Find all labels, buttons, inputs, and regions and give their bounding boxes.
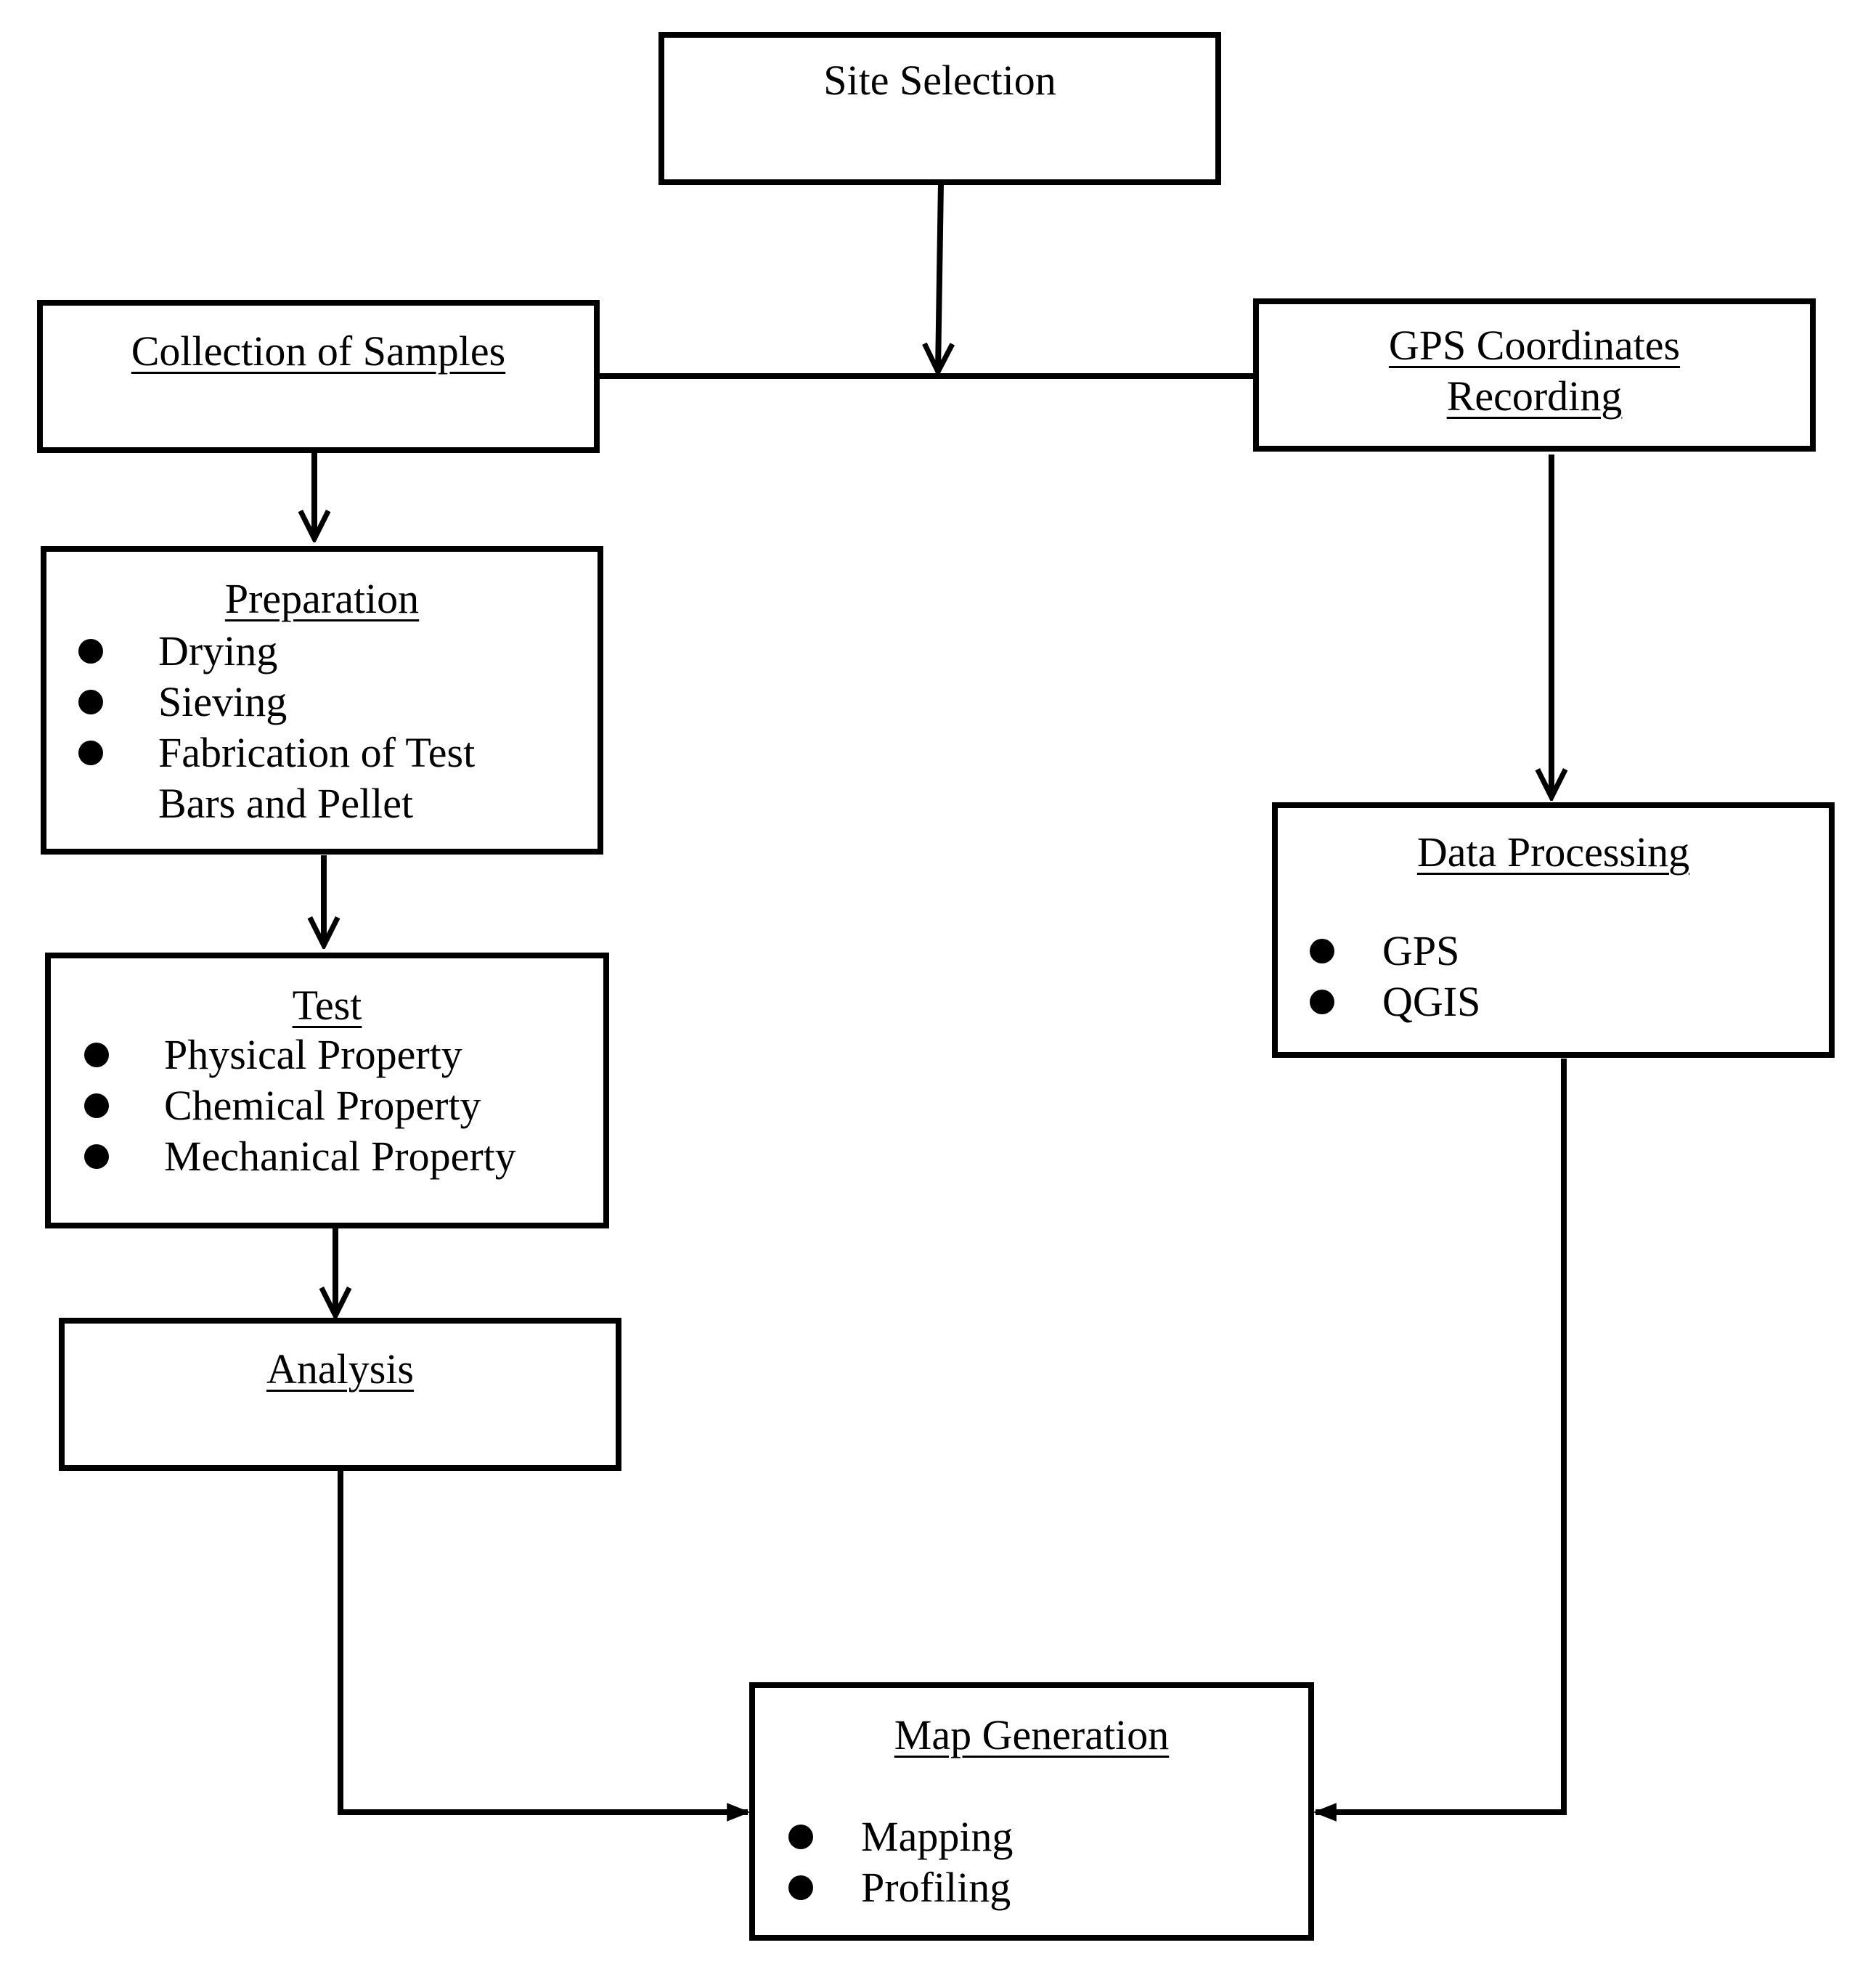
data-processing-title: Data Processing [1416, 828, 1690, 876]
map-generation-box: Map Generation Mapping Profiling [749, 1682, 1314, 1941]
list-item: QGIS [1310, 977, 1745, 1027]
data-processing-item-qgis: QGIS [1382, 978, 1481, 1025]
bullet-icon [84, 1144, 109, 1169]
list-item: Mechanical Property [84, 1131, 592, 1182]
map-generation-list: Mapping Profiling [788, 1811, 1224, 1913]
test-list: Physical Property Chemical Property Mech… [84, 1030, 592, 1182]
test-item-chemical: Chemical Property [164, 1082, 481, 1129]
gps-recording-title-line1: GPS Coordinates [1388, 322, 1681, 369]
collection-title: Collection of Samples [131, 327, 506, 375]
preparation-item-fabrication: Fabrication of Test Bars and Pellet [158, 729, 476, 827]
gps-recording-title: GPS Coordinates Recording [1259, 320, 1810, 421]
bullet-icon [78, 741, 103, 765]
test-item-physical: Physical Property [164, 1031, 462, 1078]
bullet-icon [84, 1043, 109, 1067]
list-item: Drying [78, 626, 579, 677]
bullet-icon [84, 1093, 109, 1118]
gps-recording-title-line2: Recording [1446, 372, 1623, 420]
connector-site-to-junction [938, 182, 941, 372]
connector-dataprocessing-to-map [1313, 1059, 1567, 1822]
map-generation-item-mapping: Mapping [861, 1813, 1014, 1860]
list-item: Fabrication of Test Bars and Pellet [78, 727, 579, 829]
list-item: Sieving [78, 677, 579, 727]
data-processing-box: Data Processing GPS QGIS [1272, 802, 1835, 1058]
list-item: Profiling [788, 1862, 1224, 1913]
bullet-icon [1310, 939, 1334, 963]
test-box: Test Physical Property Chemical Property… [45, 953, 609, 1228]
preparation-title: Preparation [224, 575, 420, 622]
bullet-icon [78, 690, 103, 714]
collection-box: Collection of Samples [37, 300, 600, 453]
gps-recording-box: GPS Coordinates Recording [1253, 298, 1816, 452]
data-processing-list: GPS QGIS [1310, 926, 1745, 1027]
preparation-item-drying: Drying [158, 627, 278, 674]
list-item: Physical Property [84, 1030, 592, 1080]
bullet-icon [1310, 990, 1334, 1014]
analysis-box: Analysis [59, 1318, 621, 1471]
list-item: Chemical Property [84, 1080, 592, 1131]
test-title: Test [292, 982, 362, 1029]
test-item-mechanical: Mechanical Property [164, 1133, 516, 1180]
list-item: GPS [1310, 926, 1745, 977]
map-generation-title: Map Generation [894, 1711, 1170, 1758]
list-item: Mapping [788, 1811, 1224, 1862]
data-processing-item-gps: GPS [1382, 927, 1460, 974]
site-selection-title: Site Selection [823, 57, 1056, 104]
preparation-box: Preparation Drying Sieving Fabrication o… [41, 546, 603, 855]
preparation-list: Drying Sieving Fabrication of Test Bars … [78, 626, 579, 829]
bullet-icon [788, 1875, 813, 1900]
preparation-item-sieving: Sieving [158, 678, 287, 725]
bullet-icon [78, 639, 103, 664]
analysis-title: Analysis [266, 1345, 414, 1393]
map-generation-item-profiling: Profiling [861, 1864, 1011, 1911]
bullet-icon [788, 1825, 813, 1849]
connector-analysis-to-map [338, 1469, 751, 1822]
site-selection-box: Site Selection [658, 32, 1221, 185]
